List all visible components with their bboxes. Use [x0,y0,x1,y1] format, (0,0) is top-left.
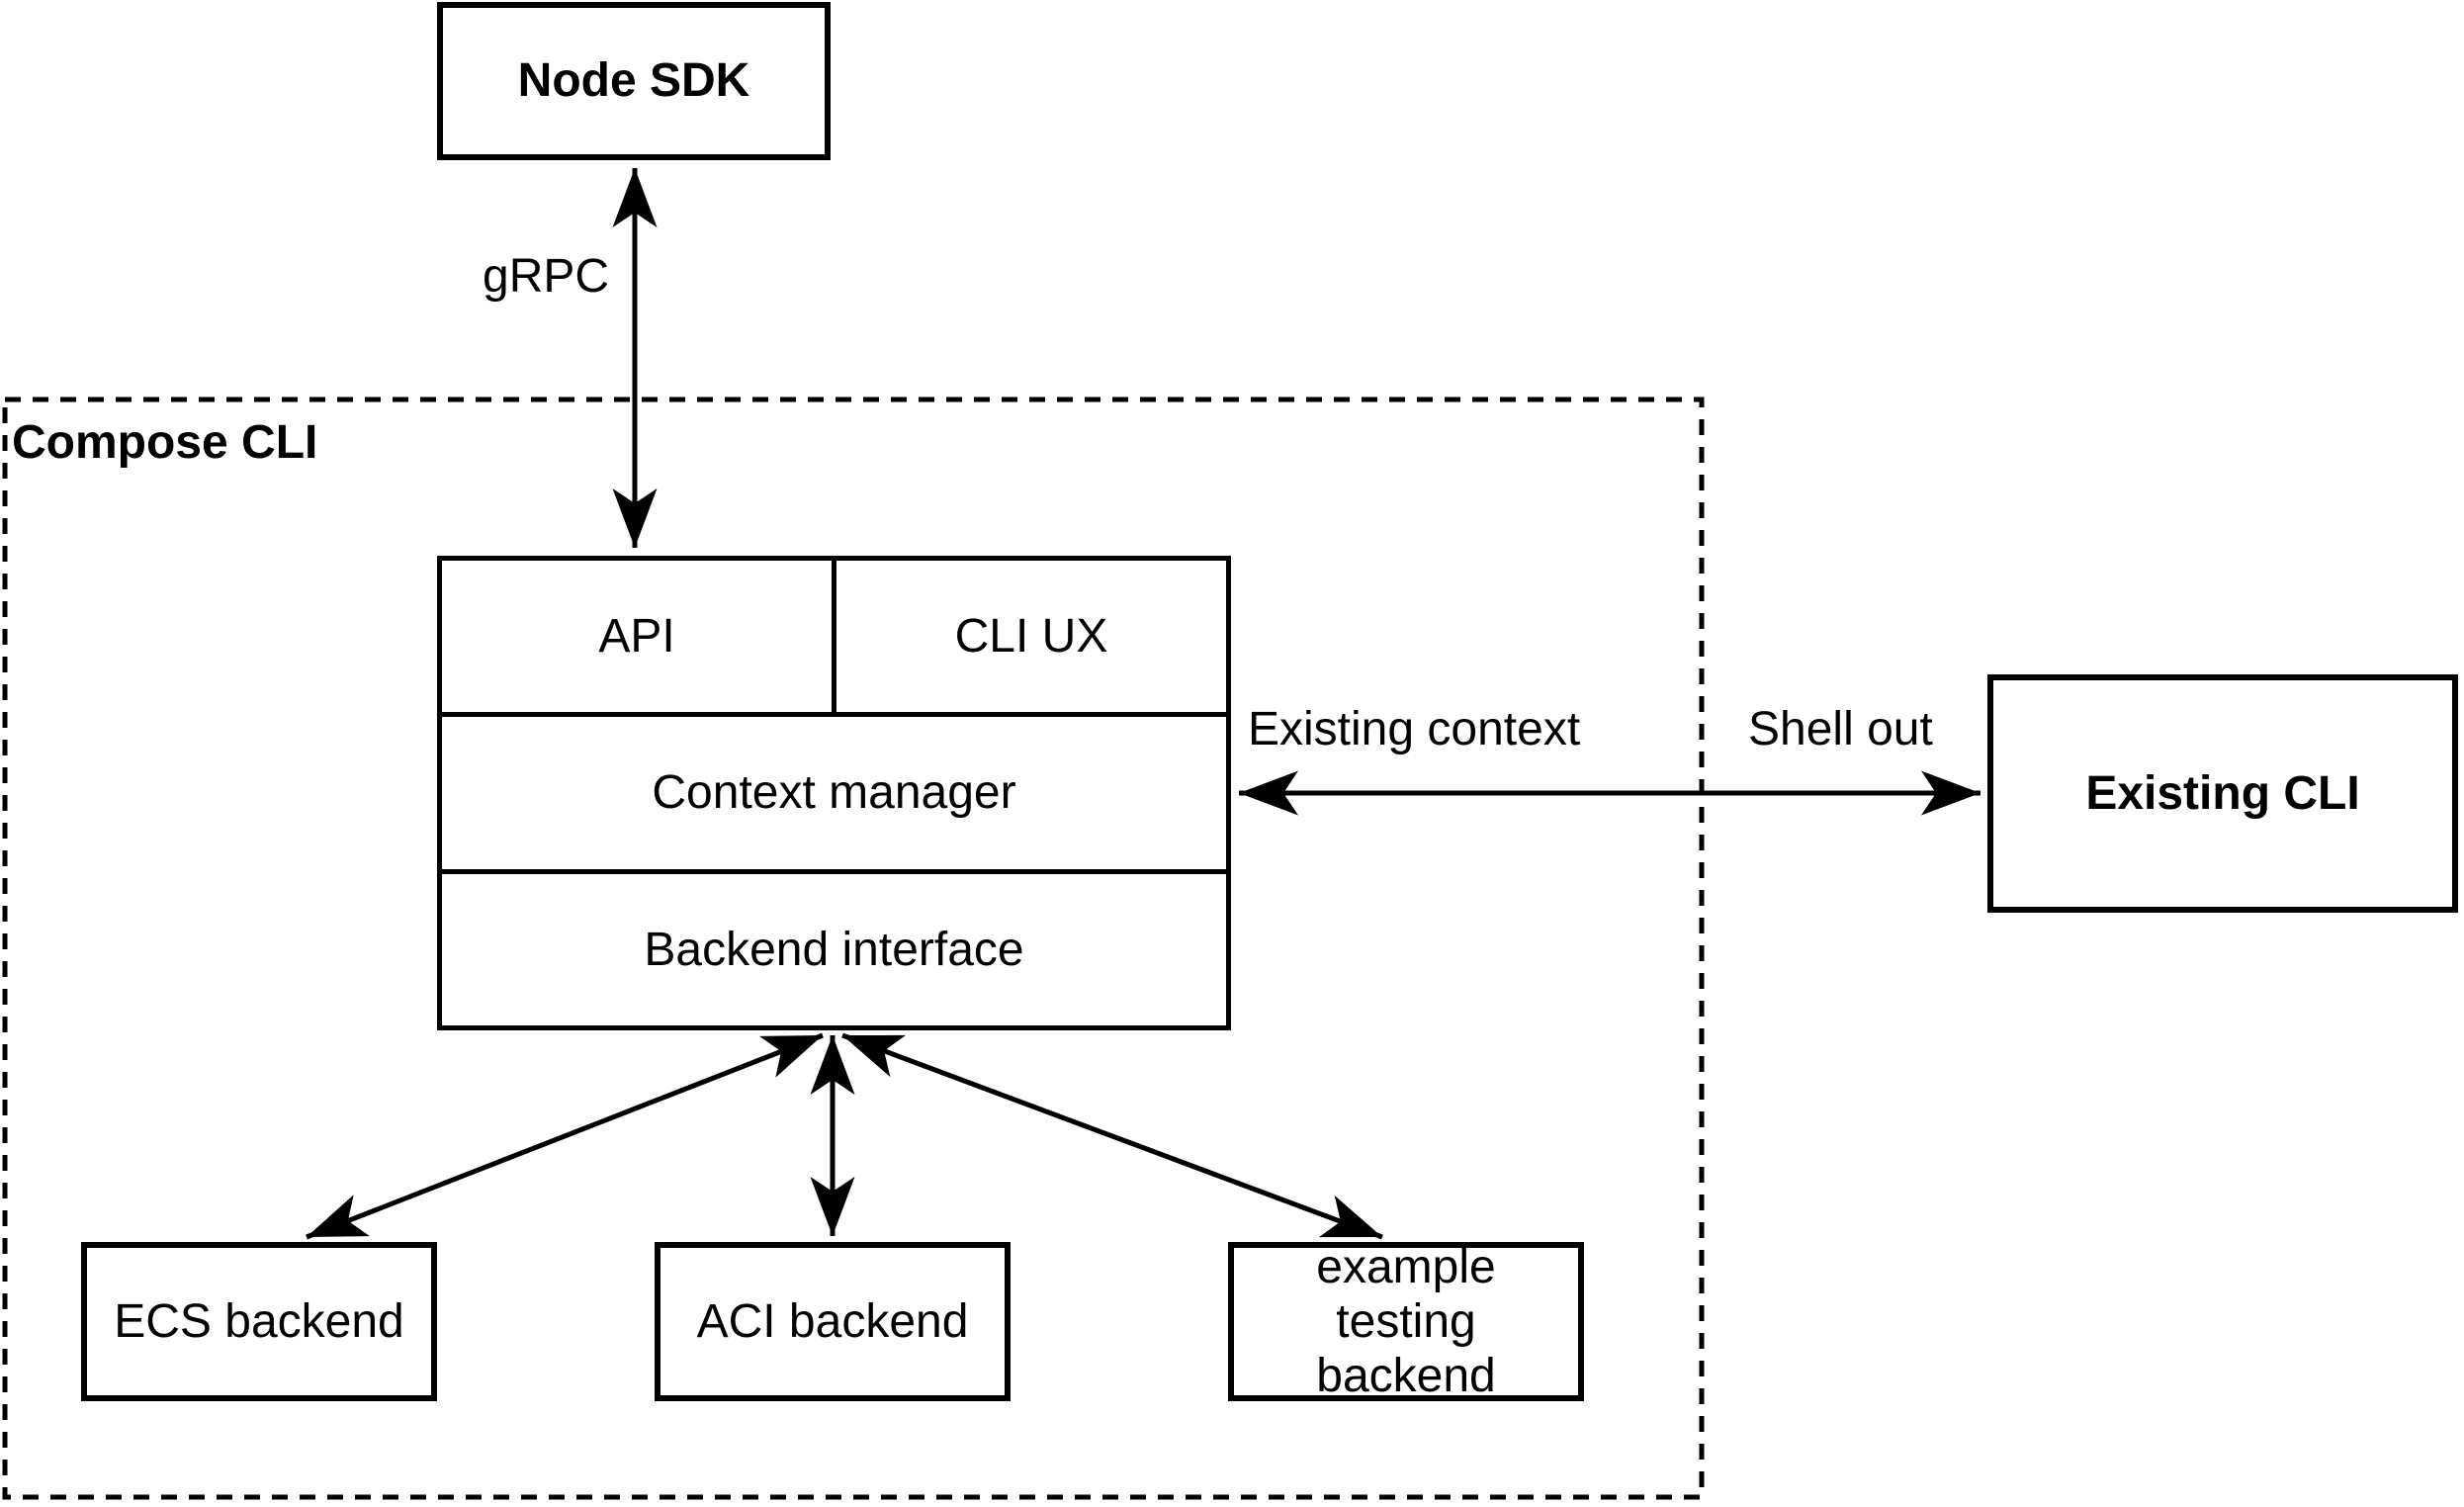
stack-bottom-row: Backend interface [442,868,1226,1025]
ecs-backend-label: ECS backend [114,1294,404,1348]
aci-backend-box: ACI backend [655,1242,1011,1401]
aci-backend-label: ACI backend [696,1294,969,1348]
edge-backend-example-testing [841,1032,1383,1240]
grpc-edge-label: gRPC [483,250,610,303]
stack-top-row: API CLI UX [442,561,1226,713]
existing-context-edge-label: Existing context [1248,703,1581,755]
ecs-backend-box: ECS backend [81,1242,437,1401]
example-testing-backend-label: example testing backend [1316,1240,1496,1403]
node-sdk-box: Node SDK [437,2,831,160]
cli-ux-label: CLI UX [954,610,1108,664]
compose-cli-group-border [2,397,1705,1500]
backend-interface-label: Backend interface [644,923,1024,976]
node-sdk-label: Node SDK [517,54,750,108]
compose-cli-group-label: Compose CLI [12,416,318,469]
cli-ux-box: CLI UX [836,561,1226,712]
backend-interface-box: Backend interface [442,874,1226,1025]
compose-cli-stack: API CLI UX Context manager Backend inter… [437,556,1231,1030]
context-manager-box: Context manager [442,717,1226,868]
edge-backend-ecs [306,1032,824,1240]
shell-out-edge-label: Shell out [1748,703,1933,755]
api-label: API [598,610,675,664]
stack-middle-row: Context manager [442,712,1226,868]
example-testing-backend-box: example testing backend [1228,1240,1584,1403]
existing-cli-label: Existing CLI [2085,766,2360,820]
api-box: API [442,561,836,713]
existing-cli-box: Existing CLI [1987,674,2458,913]
context-manager-label: Context manager [652,766,1016,820]
